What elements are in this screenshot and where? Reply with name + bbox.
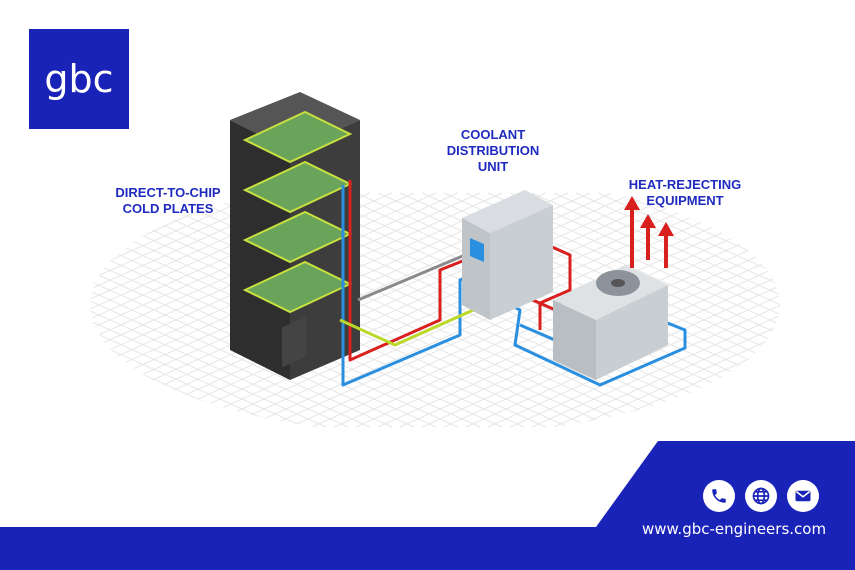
logo-text: gbc [44,57,114,101]
server-rack [230,92,360,380]
floor-grid [90,192,780,428]
gbc-logo: gbc [29,29,129,129]
heat-rejecting-label: HEAT-REJECTING EQUIPMENT [628,177,742,208]
globe-icon[interactable] [745,480,777,512]
cold-plate-trays [242,110,353,314]
website-link[interactable]: www.gbc-engineers.com [642,520,827,538]
coolant-distribution-unit [462,190,553,320]
phone-icon[interactable] [703,480,735,512]
cdu-screen [470,238,484,262]
contact-icons [703,480,819,512]
heat-rejecting-unit [553,265,668,380]
heat-arrows [624,196,674,268]
mail-icon[interactable] [787,480,819,512]
cdu-label: COOLANT DISTRIBUTION UNIT [446,127,540,174]
cold-plates-label: DIRECT-TO-CHIP COLD PLATES [115,185,221,216]
